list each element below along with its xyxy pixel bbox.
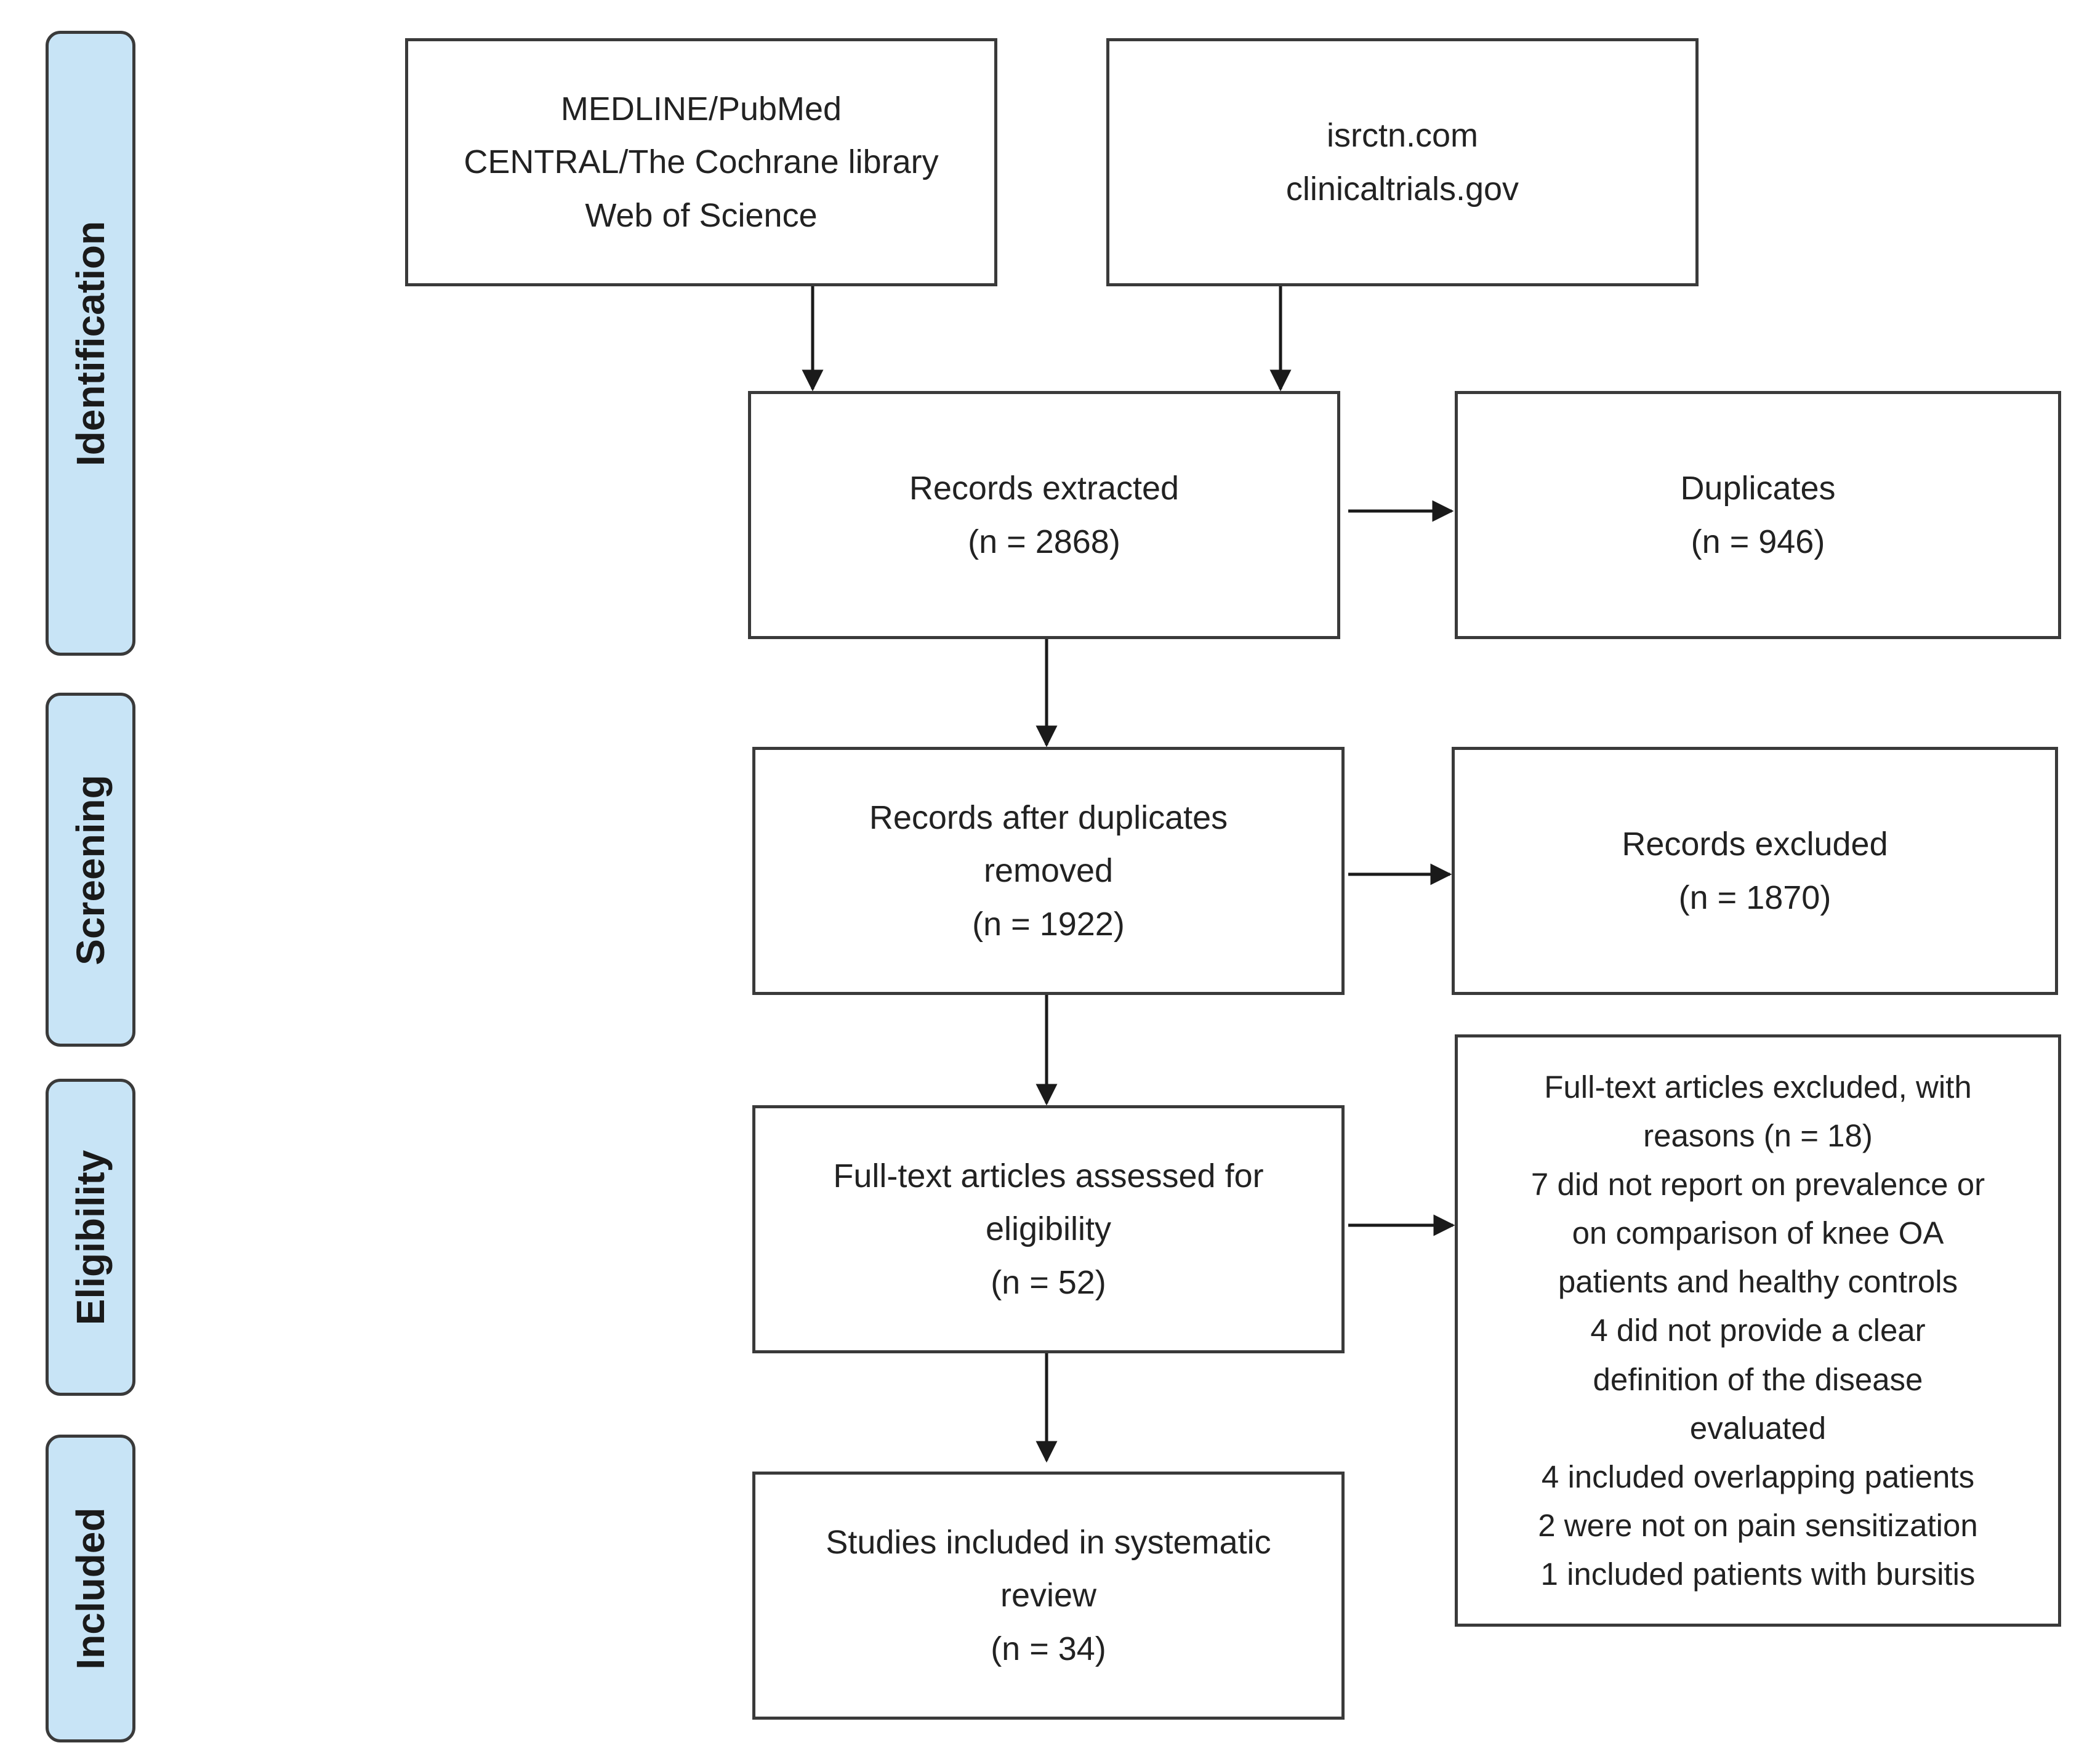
box-text-line: (n = 52) xyxy=(991,1263,1106,1301)
box-text-line: 4 included overlapping patients xyxy=(1541,1459,1975,1494)
fulltext-assessed-text: Full-text articles assessed for eligibili… xyxy=(833,1150,1263,1309)
box-text-line: Studies included in systematic xyxy=(826,1523,1271,1561)
studies-included-text: Studies included in systematic review (n =… xyxy=(826,1516,1271,1675)
after-duplicates-box: Records after duplicates removed (n = 1922… xyxy=(752,747,1345,995)
box-text-line: review xyxy=(1000,1577,1097,1614)
records-extracted-box: Records extracted (n = 2868) xyxy=(748,391,1340,639)
box-text-line: Full-text articles assessed for xyxy=(833,1157,1264,1194)
after-duplicates-text: Records after duplicates removed (n = 1922… xyxy=(869,791,1228,951)
records-excluded-box: Records excluded (n = 1870) xyxy=(1452,747,2058,995)
box-text-line: eligibility xyxy=(985,1210,1112,1248)
box-text-line: removed xyxy=(983,852,1114,890)
box-text-line: Records after duplicates xyxy=(869,799,1228,836)
phase-eligibility: Eligibility xyxy=(46,1079,135,1396)
records-extracted-text: Records extracted (n = 2868) xyxy=(909,462,1179,568)
box-text-line: reasons (n = 18) xyxy=(1643,1118,1873,1154)
box-text-line: Duplicates xyxy=(1680,470,1836,507)
box-text-line: (n = 1870) xyxy=(1678,879,1832,916)
box-text-line: 1 included patients with bursitis xyxy=(1540,1556,1976,1592)
box-text-line: CENTRAL/The Cochrane library xyxy=(464,143,939,181)
records-excluded-text: Records excluded (n = 1870) xyxy=(1622,818,1888,924)
box-text-line: clinicaltrials.gov xyxy=(1285,170,1519,207)
phase-identification: Identification xyxy=(46,31,135,656)
phase-screening: Screening xyxy=(46,693,135,1047)
box-text-line: 2 were not on pain sensitization xyxy=(1538,1507,1978,1543)
box-text-line: definition of the disease xyxy=(1593,1361,1923,1397)
duplicates-box: Duplicates (n = 946) xyxy=(1455,391,2061,639)
box-text-line: Full-text articles excluded, with xyxy=(1544,1069,1972,1105)
box-text-line: Records excluded xyxy=(1622,826,1888,863)
box-text-line: (n = 34) xyxy=(991,1630,1106,1667)
fulltext-assessed-box: Full-text articles assessed for eligibili… xyxy=(752,1105,1345,1353)
box-text-line: on comparison of knee OA xyxy=(1572,1215,1944,1251)
box-text-line: patients and healthy controls xyxy=(1558,1264,1958,1300)
registries-box: isrctn.com clinicaltrials.gov xyxy=(1106,38,1699,286)
studies-included-box: Studies included in systematic review (n =… xyxy=(752,1472,1345,1720)
box-text-line: Web of Science xyxy=(585,196,818,234)
registries-text: isrctn.com clinicaltrials.gov xyxy=(1286,109,1519,215)
duplicates-text: Duplicates (n = 946) xyxy=(1680,462,1835,568)
box-text-line: evaluated xyxy=(1689,1410,1827,1446)
box-text-line: (n = 946) xyxy=(1691,523,1825,560)
box-text-line: 7 did not report on prevalence or xyxy=(1530,1167,1985,1202)
box-text-line: Records extracted xyxy=(909,470,1180,507)
box-text-line: MEDLINE/PubMed xyxy=(560,90,842,127)
box-text-line: (n = 2868) xyxy=(968,523,1120,560)
box-text-line: (n = 1922) xyxy=(972,905,1125,943)
box-text-line: isrctn.com xyxy=(1326,117,1479,155)
fulltext-excluded-box: Full-text articles excluded, with reasons… xyxy=(1455,1034,2061,1627)
phase-included: Included xyxy=(46,1435,135,1742)
fulltext-excluded-text: Full-text articles excluded, with reasons… xyxy=(1531,1063,1985,1598)
box-text-line: 4 did not provide a clear xyxy=(1590,1313,1926,1348)
